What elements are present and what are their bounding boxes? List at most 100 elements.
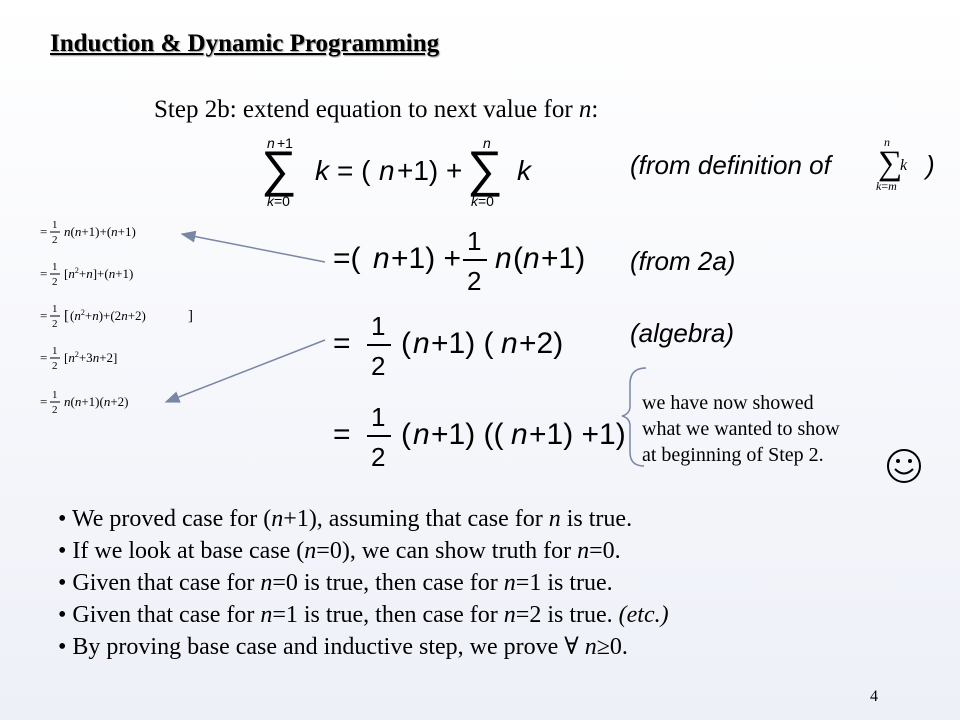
svg-text:]: ] [188, 308, 193, 324]
sum-definition-symbol: n ∑ k k=m [876, 135, 908, 193]
bullet-text-run: n [503, 602, 516, 628]
bullet-text-run: =0 is true, then case for [272, 570, 504, 596]
title-dynamic-programming: & Dynamic Programming [154, 30, 440, 57]
step-heading-suffix: : [591, 96, 599, 123]
left-derivation: = 1 2 n(n+1)+(n+1) = 1 2 [n2+n]+(n+1) = … [40, 219, 193, 416]
svg-text:n: n [495, 242, 512, 275]
svg-text:+1: +1 [277, 135, 293, 151]
step-heading-prefix: Step 2b: extend equation to next value f… [154, 96, 579, 123]
bullet-text-run: n [548, 506, 561, 532]
svg-text:(: ( [513, 242, 523, 275]
bullet-text-run: =2 is true. [515, 602, 619, 628]
bullet-text-run: n [577, 538, 590, 564]
derivation-row-3: = 1 2 [ (n2+n)+(2n+2) ] [40, 303, 193, 330]
smiley-icon [887, 449, 921, 483]
bullet-item: Given that case for n=1 is true, then ca… [58, 599, 669, 631]
svg-text:1: 1 [52, 345, 58, 357]
bullet-text-run: =1 is true, then case for [272, 602, 504, 628]
equation-from-2a: =( n +1) + 1 2 n ( n +1) [333, 226, 585, 296]
svg-text:k: k [517, 155, 533, 186]
svg-text:n: n [884, 135, 890, 149]
note-from-definition-close: ) [926, 150, 935, 181]
bullet-text-run: If we look at base case ( [72, 538, 305, 564]
svg-text:k: k [315, 155, 331, 186]
svg-text:n(n+1)(n+2): n(n+1)(n+2) [64, 394, 129, 409]
derivation-row-5: = 1 2 n(n+1)(n+2) [40, 389, 129, 416]
svg-text:+2): +2) [519, 327, 563, 360]
svg-text:=: = [333, 327, 351, 360]
svg-text:= (: = ( [337, 155, 371, 186]
svg-text:=(: =( [333, 242, 361, 275]
note-from-2a: (from 2a) [630, 246, 736, 276]
note-from-definition: (from definition of [630, 150, 831, 181]
svg-text:=: = [40, 266, 47, 281]
bullet-text-run: is true. [560, 506, 633, 532]
svg-text:k=0: k=0 [471, 193, 494, 209]
bullet-text-run: n [271, 506, 284, 532]
svg-text:∑: ∑ [878, 145, 902, 182]
bullet-text-run: (etc.) [618, 602, 669, 628]
bullet-text-run: n [260, 602, 273, 628]
svg-text:1: 1 [52, 303, 58, 315]
svg-text:+1) +1): +1) +1) [529, 418, 625, 451]
note-algebra: (algebra) [630, 318, 735, 348]
svg-text:+1) (: +1) ( [431, 327, 494, 360]
svg-text:n: n [413, 327, 430, 360]
svg-text:+1) ((: +1) (( [431, 418, 504, 451]
svg-text:2: 2 [52, 360, 58, 372]
derivation-row-4: = 1 2 [n2+3n+2] [40, 345, 117, 372]
bullet-text-run: n [304, 538, 317, 564]
svg-text:(: ( [401, 327, 411, 360]
bullet-text-run: n [503, 570, 516, 596]
bullet-item: Given that case for n=0 is true, then ca… [58, 567, 669, 599]
svg-text:n: n [511, 418, 528, 451]
svg-text:n: n [373, 242, 390, 275]
svg-text:2: 2 [52, 276, 58, 288]
bullet-text-run: ≥0. [596, 634, 628, 660]
step-heading: Step 2b: extend equation to next value f… [154, 96, 598, 124]
svg-text:2: 2 [52, 404, 58, 416]
side-note-line-3: at beginning of Step 2. [642, 444, 824, 466]
svg-text:n: n [413, 418, 430, 451]
bullet-text-run: By proving base case and inductive step,… [72, 634, 585, 660]
side-note-line-1: we have now showed [642, 392, 814, 414]
svg-text:2: 2 [52, 234, 58, 246]
bullet-text-run: =0), we can show truth for [316, 538, 578, 564]
svg-text:1: 1 [52, 261, 58, 273]
bullet-text-run: =1 is true. [515, 570, 613, 596]
svg-text:=: = [40, 224, 47, 239]
svg-text:1: 1 [371, 402, 385, 432]
slide-title: Induction & Dynamic Programming [50, 30, 439, 58]
svg-text:2: 2 [371, 351, 385, 381]
svg-text:∑: ∑ [467, 141, 503, 197]
svg-text:1: 1 [371, 311, 385, 341]
svg-text:(n2+n)+(2n+2): (n2+n)+(2n+2) [70, 308, 146, 323]
svg-text:1: 1 [467, 226, 481, 256]
svg-text:[: [ [64, 308, 69, 324]
note-from-definition-suffix: ) [926, 150, 935, 180]
svg-text:n: n [501, 327, 518, 360]
svg-text:(: ( [401, 418, 411, 451]
svg-text:+1) +: +1) + [397, 155, 462, 186]
svg-text:k=m: k=m [876, 179, 897, 193]
derivation-row-1: = 1 2 n(n+1)+(n+1) [40, 219, 136, 246]
svg-text:n: n [483, 135, 491, 151]
svg-text:=: = [40, 394, 47, 409]
svg-text:2: 2 [467, 266, 481, 296]
bullet-text-run: n [584, 634, 597, 660]
derivation-row-2: = 1 2 [n2+n]+(n+1) [40, 261, 133, 288]
bullet-text-run: =0. [589, 538, 621, 564]
svg-text:=: = [40, 308, 47, 323]
bullet-item: If we look at base case (n=0), we can sh… [58, 535, 669, 567]
svg-text:[n2+n]+(n+1): [n2+n]+(n+1) [64, 266, 133, 281]
svg-text:k: k [900, 157, 908, 174]
svg-text:n: n [267, 135, 275, 151]
bullet-text-run: +1), assuming that case for [283, 506, 549, 532]
svg-text:2: 2 [371, 442, 385, 472]
note-from-definition-prefix: (from definition of [630, 150, 831, 180]
svg-text:n: n [523, 242, 540, 275]
svg-text:[n2+3n+2]: [n2+3n+2] [64, 350, 117, 365]
svg-text:+1): +1) [541, 242, 585, 275]
svg-text:k=0: k=0 [267, 193, 290, 209]
title-induction: Induction [50, 30, 155, 57]
